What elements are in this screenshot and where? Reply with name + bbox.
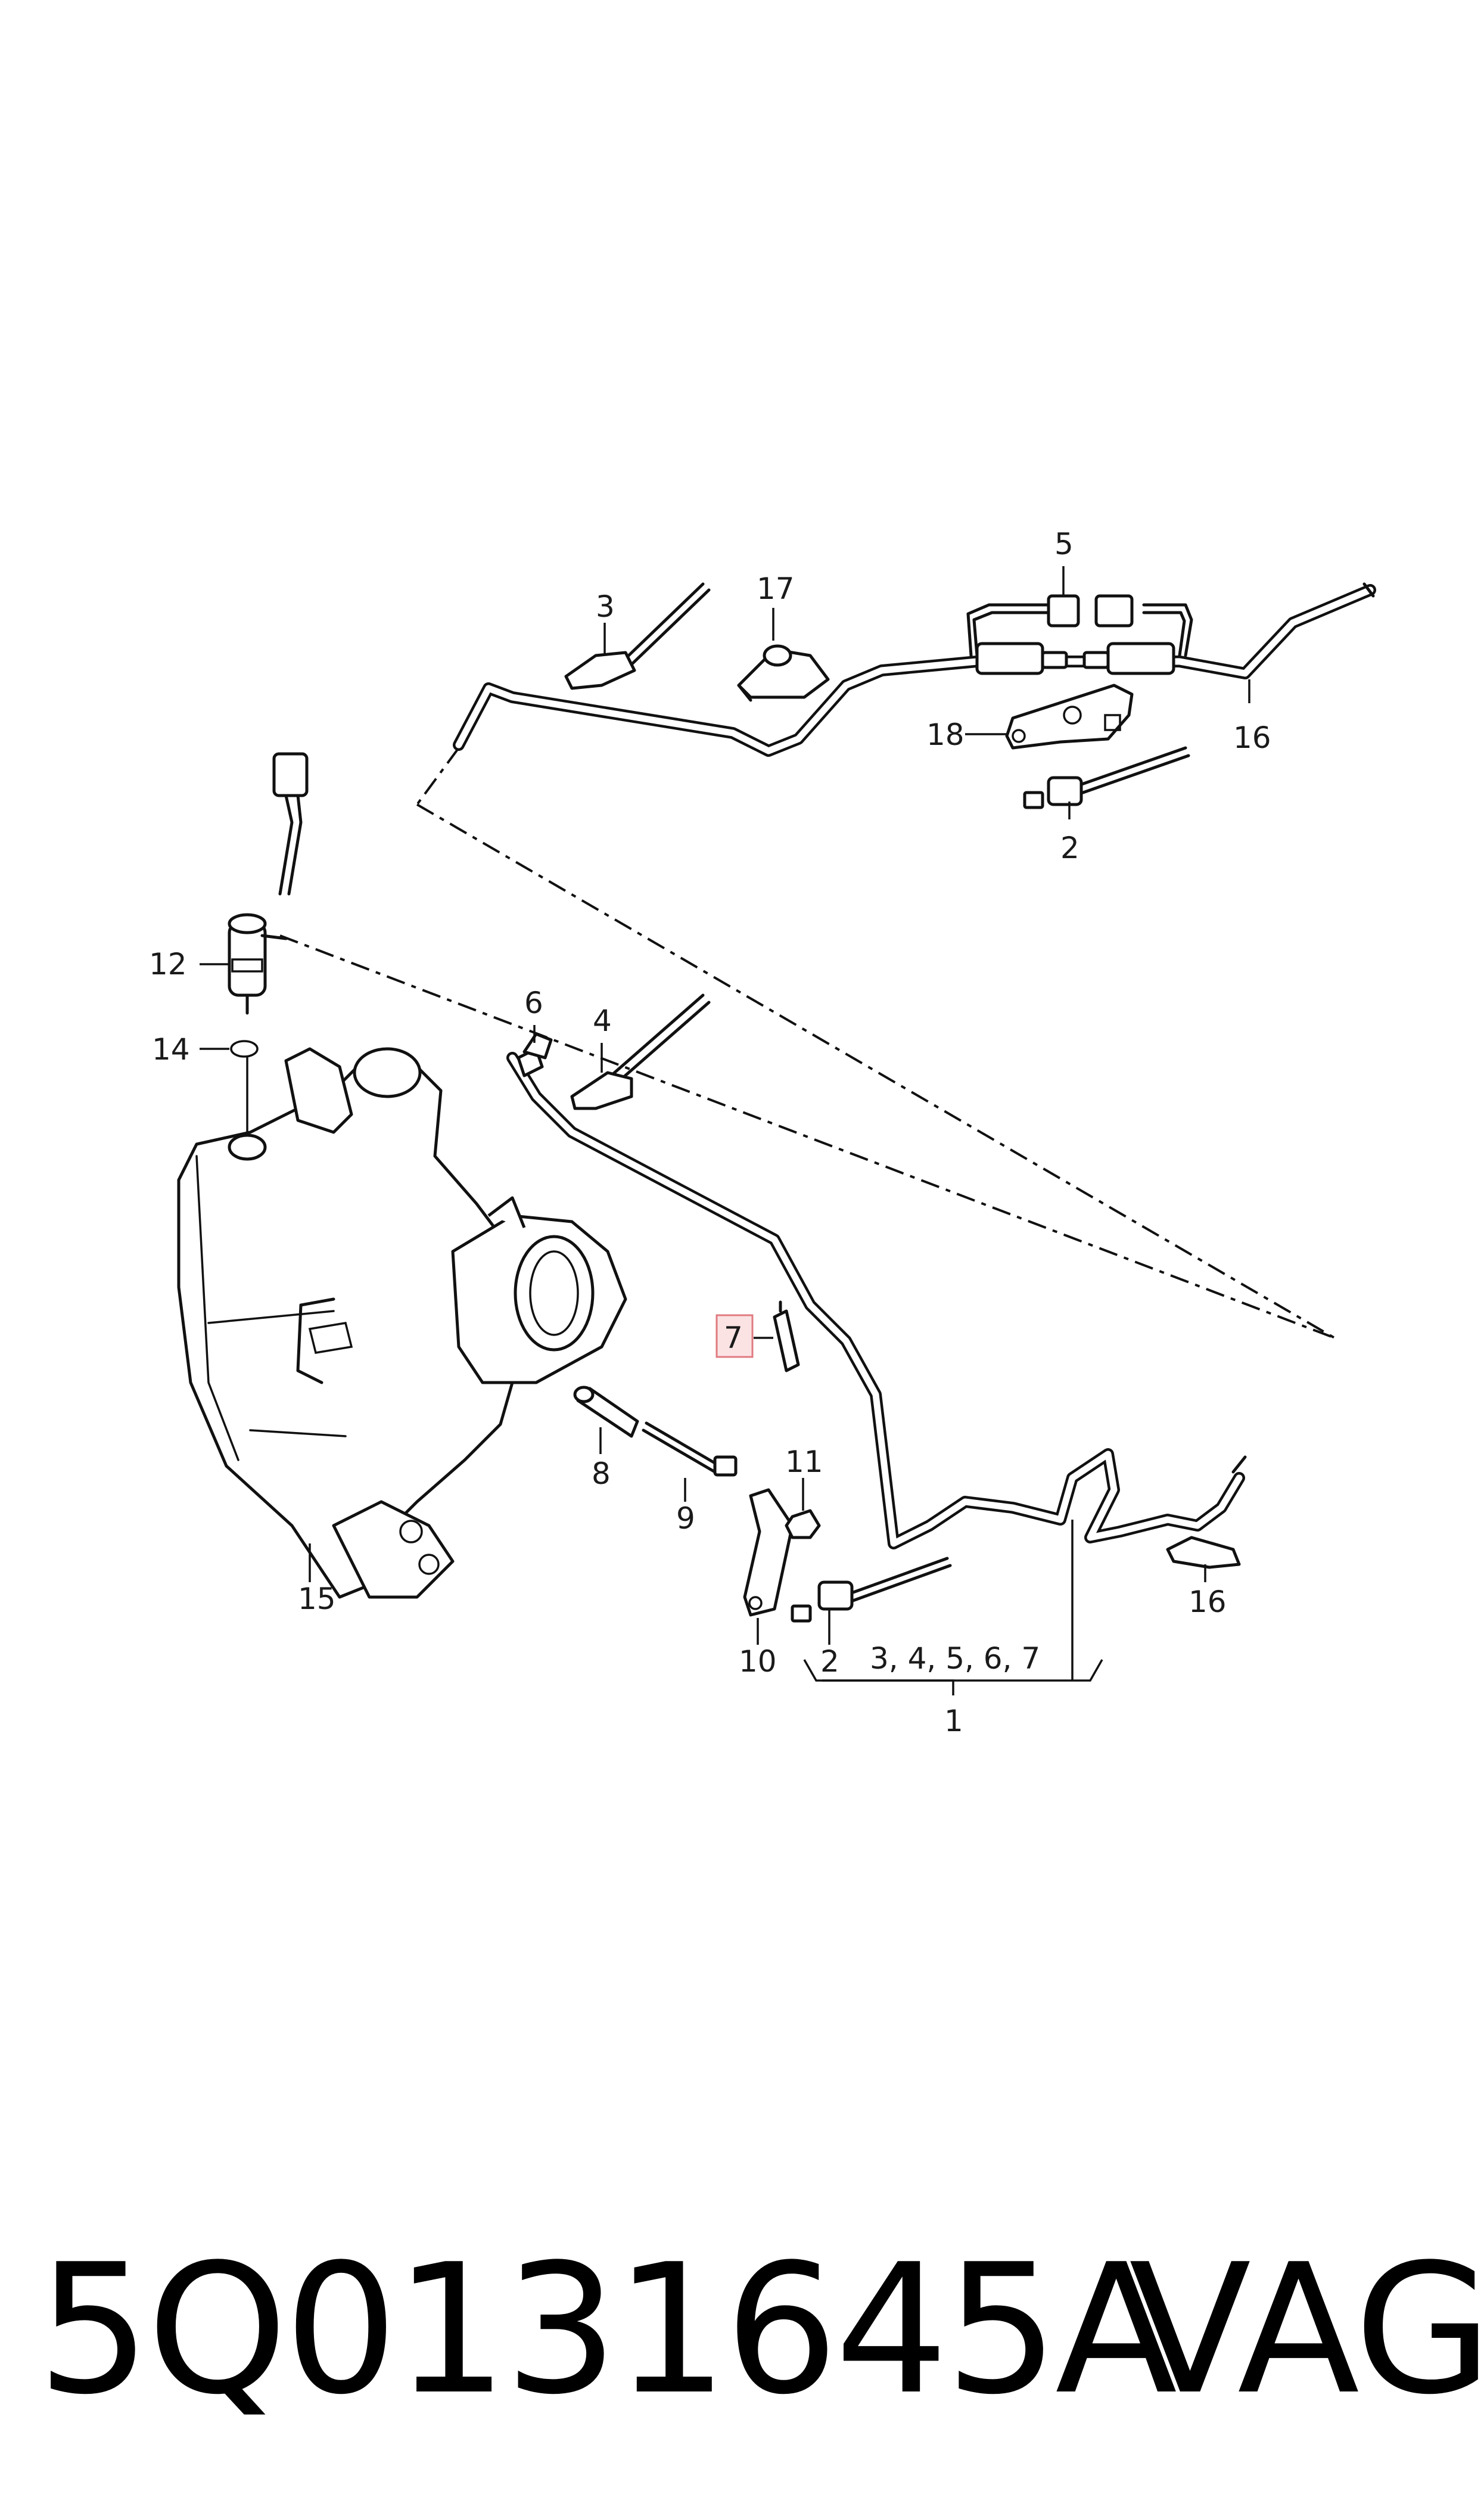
callout-10: 10 [739, 1644, 777, 1679]
part-number-text: 5Q0131645A [37, 2226, 1177, 2434]
callout-2-top: 2 [1060, 831, 1079, 865]
bracket-part-18 [1005, 684, 1134, 750]
cable-tie-part-3 [564, 582, 711, 690]
callout-highlight-box [715, 1314, 754, 1358]
callout-9: 9 [676, 1501, 695, 1536]
upper-pressure-line [453, 582, 1376, 757]
holder-part-16-lower [1166, 1536, 1241, 1569]
callout-8: 8 [592, 1456, 611, 1491]
clip-part-2-top [1023, 746, 1190, 809]
sleeve-part-8 [573, 1386, 639, 1438]
callout-1: 1 [944, 1704, 963, 1738]
clip-part-2-lower [791, 1557, 952, 1623]
callout-4: 4 [593, 1004, 612, 1038]
assembly-reference-lines [279, 747, 1336, 1339]
clamp-part-6 [517, 1032, 553, 1077]
callout-17: 17 [757, 571, 795, 606]
cable-tie-part-4 [570, 993, 711, 1110]
callout-labels: 3 17 5 18 16 2 12 14 6 4 7 8 9 11 10 2 3… [149, 527, 1271, 1738]
callout-7: 7 [724, 1321, 743, 1355]
callout-16-top: 16 [1233, 720, 1271, 755]
callout-12: 12 [149, 947, 187, 981]
nut-part-11 [785, 1509, 821, 1539]
callout-group-note: 3, 4, 5, 6, 7 [870, 1641, 1040, 1676]
callout-15: 15 [298, 1582, 336, 1616]
callout-18: 18 [926, 718, 965, 752]
sleeve-part-7 [773, 1300, 800, 1372]
mount-part-17 [737, 644, 830, 702]
o-ring-part-14 [230, 1040, 259, 1133]
bracket-part-10 [743, 1488, 794, 1617]
callout-11: 11 [785, 1445, 823, 1479]
pressure-sensor-part-12 [228, 752, 309, 1015]
catalytic-converter-part-15 [177, 1047, 627, 1599]
callout-2-lower: 2 [820, 1644, 839, 1679]
callout-6: 6 [524, 986, 543, 1020]
callout-3-top: 3 [596, 589, 615, 624]
callout-16-lower: 16 [1189, 1585, 1227, 1619]
leader-lines [200, 566, 1250, 1695]
connector-loop-part-5 [966, 594, 1193, 675]
callout-14: 14 [152, 1032, 190, 1067]
brand-text: VAG [1129, 2226, 1484, 2434]
bolt-part-9 [642, 1421, 738, 1477]
lower-pressure-line [506, 1052, 1247, 1549]
callout-5: 5 [1054, 527, 1074, 561]
